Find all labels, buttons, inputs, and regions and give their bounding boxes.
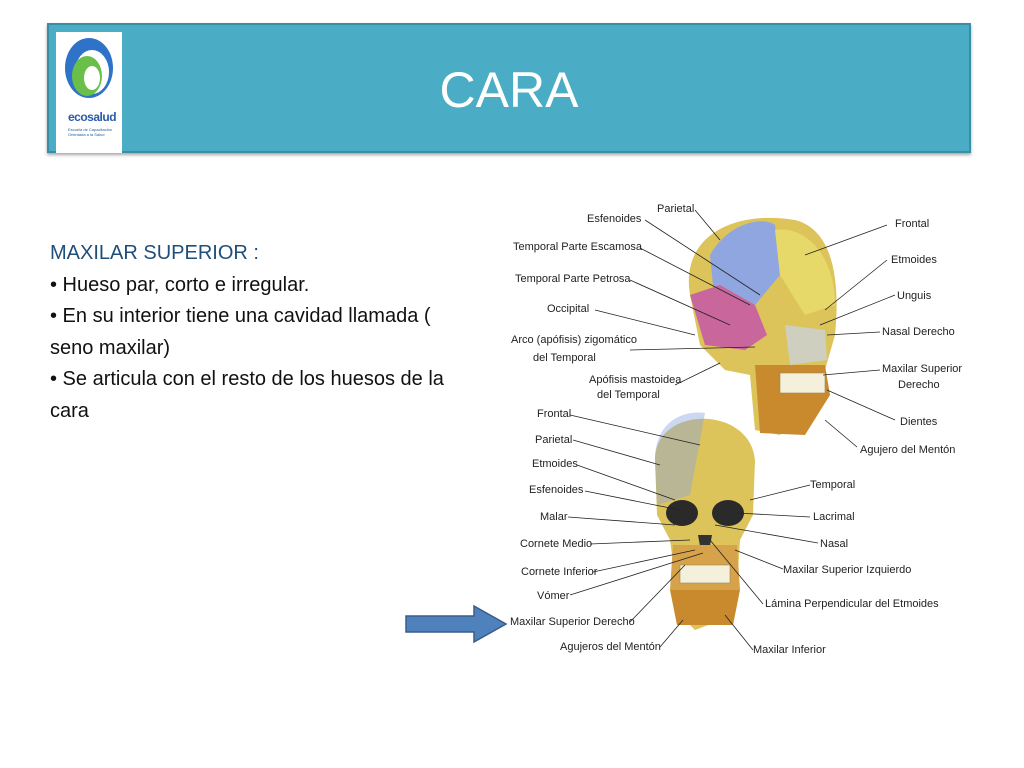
label-etmoides-lateral: Etmoides: [891, 254, 937, 266]
label-arco-zigomatico: Arco (apófisis) zigomático: [511, 334, 637, 346]
text-content: MAXILAR SUPERIOR : • Hueso par, corto e …: [50, 238, 470, 427]
label-parietal: Parietal: [657, 203, 694, 215]
label-frontal: Frontal: [537, 408, 571, 420]
label-temporal: Temporal: [810, 479, 855, 491]
logo-tagline: Escuela de Capacitación Orientada a la S…: [68, 127, 113, 137]
label-apofisis-mastoidea-2: del Temporal: [597, 389, 660, 401]
label-parietal-frontal: Parietal: [535, 434, 572, 446]
label-maxilar-inferior: Maxilar Inferior: [753, 644, 826, 656]
section-heading: MAXILAR SUPERIOR :: [50, 242, 259, 264]
label-maxilar-superior-derecho: Maxilar Superior Derecho: [510, 616, 635, 628]
label-vomer: Vómer: [537, 590, 570, 602]
label-malar: Malar: [540, 511, 568, 523]
label-nasal-derecho: Nasal Derecho: [882, 326, 955, 338]
title-banner: ecosalud Escuela de Capacitación Orienta…: [47, 23, 971, 153]
bullet-item: • Hueso par, corto e irregular.: [50, 273, 310, 296]
label-occipital: Occipital: [547, 303, 589, 315]
right-arrow-icon: [405, 604, 508, 644]
label-maxilar-superior: Maxilar Superior: [882, 363, 962, 375]
label-dientes: Dientes: [900, 416, 938, 428]
label-temporal-petrosa: Temporal Parte Petrosa: [515, 273, 631, 285]
bullet-item: • Se articula con el resto de los huesos…: [50, 368, 444, 422]
label-cornete-inferior: Cornete Inferior: [521, 566, 598, 578]
skull-diagram: Esfenoides Parietal Temporal Parte Escam…: [510, 203, 962, 656]
label-lacrimal: Lacrimal: [813, 511, 855, 523]
label-temporal-escamosa: Temporal Parte Escamosa: [513, 241, 643, 253]
frontal-skull-illustration: [655, 412, 755, 630]
label-apofisis-mastoidea: Apófisis mastoidea: [589, 374, 682, 386]
logo-brand: ecosalud: [68, 110, 117, 124]
label-arco-zigomatico-2: del Temporal: [533, 352, 596, 364]
bullet-item: • En su interior tiene una cavidad llama…: [50, 305, 431, 359]
label-lamina-perpendicular: Lámina Perpendicular del Etmoides: [765, 598, 939, 610]
label-maxilar-superior-2: Derecho: [898, 379, 940, 391]
logo-swirl-icon: [65, 38, 113, 98]
label-agujero-menton: Agujero del Mentón: [860, 444, 955, 456]
label-agujeros-menton: Agujeros del Mentón: [560, 641, 661, 653]
label-nasal: Nasal: [820, 538, 848, 550]
label-unguis: Unguis: [897, 290, 932, 302]
label-esfenoides-frontal: Esfenoides: [529, 484, 584, 496]
page-title: CARA: [439, 62, 579, 118]
label-esfenoides: Esfenoides: [587, 213, 642, 225]
label-cornete-medio: Cornete Medio: [520, 538, 592, 550]
lateral-skull-illustration: [688, 217, 837, 435]
label-etmoides: Etmoides: [532, 458, 578, 470]
ecosalud-logo: ecosalud Escuela de Capacitación Orienta…: [56, 32, 122, 153]
label-frontal-lateral: Frontal: [895, 218, 929, 230]
label-maxilar-superior-izquierdo: Maxilar Superior Izquierdo: [783, 564, 911, 576]
